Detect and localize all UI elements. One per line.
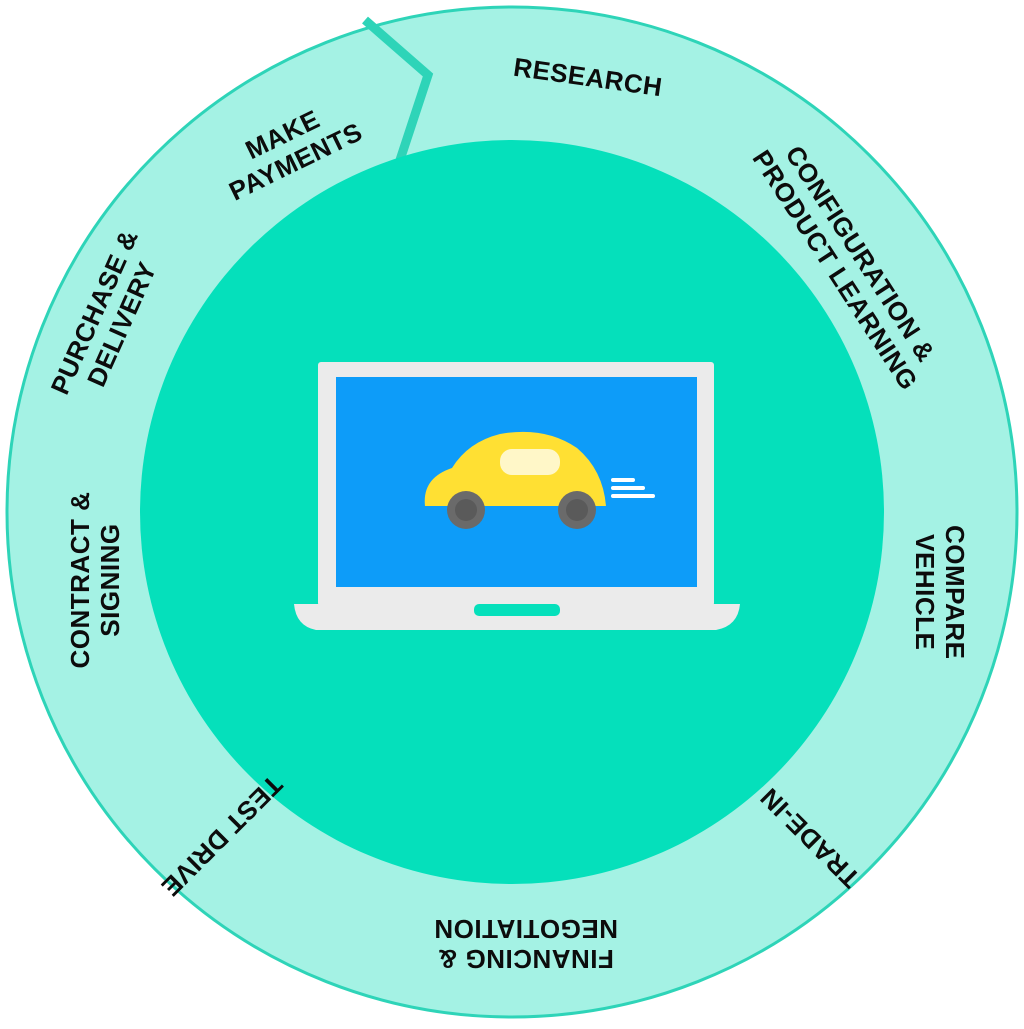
stage-label-line: CONTRACT & [65,491,95,669]
cycle-start-divider [362,16,434,162]
stage-label-line: NEGOTIATION [433,914,618,944]
laptop-car-icon [294,362,740,630]
laptop-trackpad-notch [474,604,560,616]
car-window [500,449,560,475]
car-rear-hub [455,499,477,521]
speed-lines-icon [611,478,655,498]
stage-label-line: FINANCING & [437,944,614,974]
stage-label-line: COMPARE [940,525,970,660]
stage-label-line: VEHICLE [910,534,940,651]
laptop-base [294,604,740,630]
stage-label-line: SIGNING [95,523,125,637]
car-front-hub [566,499,588,521]
car-icon [424,431,655,529]
